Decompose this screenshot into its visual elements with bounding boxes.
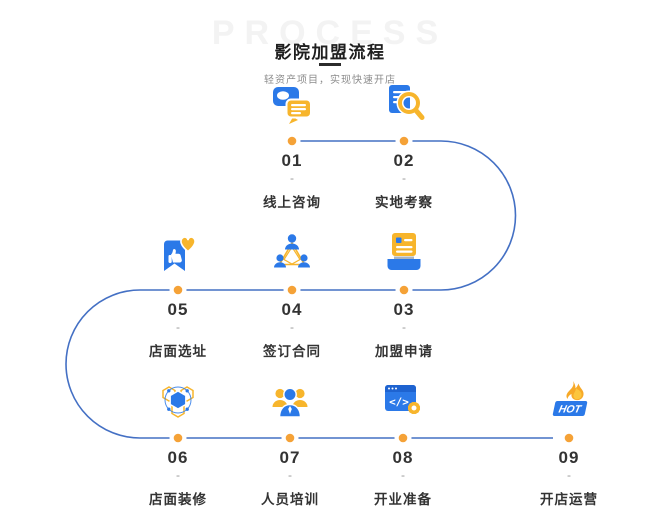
flame-hot-icon: HOT: [545, 381, 593, 430]
page-title: 影院加盟流程: [274, 43, 386, 62]
step-label: 开店运营: [540, 492, 598, 507]
contract-team-icon: [268, 234, 316, 282]
step-dash: -: [401, 468, 405, 482]
step-label: 店面装修: [149, 492, 207, 507]
step-07: 07 - 人员培训: [242, 382, 338, 508]
step-09: HOT 09 - 开店运营: [521, 381, 617, 508]
step-label: 店面选址: [149, 344, 207, 359]
step-dash: -: [567, 468, 571, 482]
step-02: 02 - 实地考察: [356, 85, 452, 211]
hot-badge-text: HOT: [557, 404, 583, 416]
bookmark-heart-icon: [154, 234, 202, 282]
step-dash: -: [402, 320, 406, 334]
step-01: 01 - 线上咨询: [244, 85, 340, 211]
page-subtitle: 轻资产项目，实现快速开店: [264, 75, 396, 86]
step-label: 签订合同: [263, 344, 321, 359]
flow-node-dots: [169, 132, 578, 447]
shield-hexagon-icon: [154, 382, 202, 430]
watermark-text: PROCESS: [211, 14, 449, 52]
gear-glyph: [408, 402, 420, 414]
step-06: 06 - 店面装修: [130, 382, 226, 508]
document-magnifier-icon: [380, 85, 428, 133]
step-number: 08: [392, 448, 414, 467]
step-number: 09: [558, 448, 580, 467]
step-dash: -: [290, 171, 294, 185]
step-number: 05: [167, 300, 189, 319]
step-number: 04: [281, 300, 303, 319]
step-number: 06: [167, 448, 189, 467]
chat-bubbles-icon: [268, 85, 316, 133]
title-divider: [319, 63, 341, 66]
step-label: 实地考察: [375, 195, 433, 210]
step-03: 03 - 加盟申请: [356, 233, 452, 360]
step-dash: -: [290, 320, 294, 334]
step-number: 02: [393, 151, 415, 170]
step-number: 01: [281, 151, 303, 170]
people-group-icon: [266, 382, 314, 430]
code-window-gear-icon: </>: [379, 382, 427, 430]
step-label: 开业准备: [374, 492, 432, 507]
step-dash: -: [288, 468, 292, 482]
step-04: 04 - 签订合同: [244, 234, 340, 360]
step-label: 加盟申请: [375, 344, 433, 359]
application-tray-icon: [380, 233, 428, 282]
step-dash: -: [176, 468, 180, 482]
step-number: 03: [393, 300, 415, 319]
step-label: 线上咨询: [263, 195, 321, 210]
step-08: </> 08 - 开业准备: [355, 382, 451, 508]
step-dash: -: [176, 320, 180, 334]
step-dash: -: [402, 171, 406, 185]
step-number: 07: [279, 448, 301, 467]
step-05: 05 - 店面选址: [130, 234, 226, 360]
code-glyph: </>: [389, 396, 409, 409]
step-label: 人员培训: [261, 492, 319, 507]
